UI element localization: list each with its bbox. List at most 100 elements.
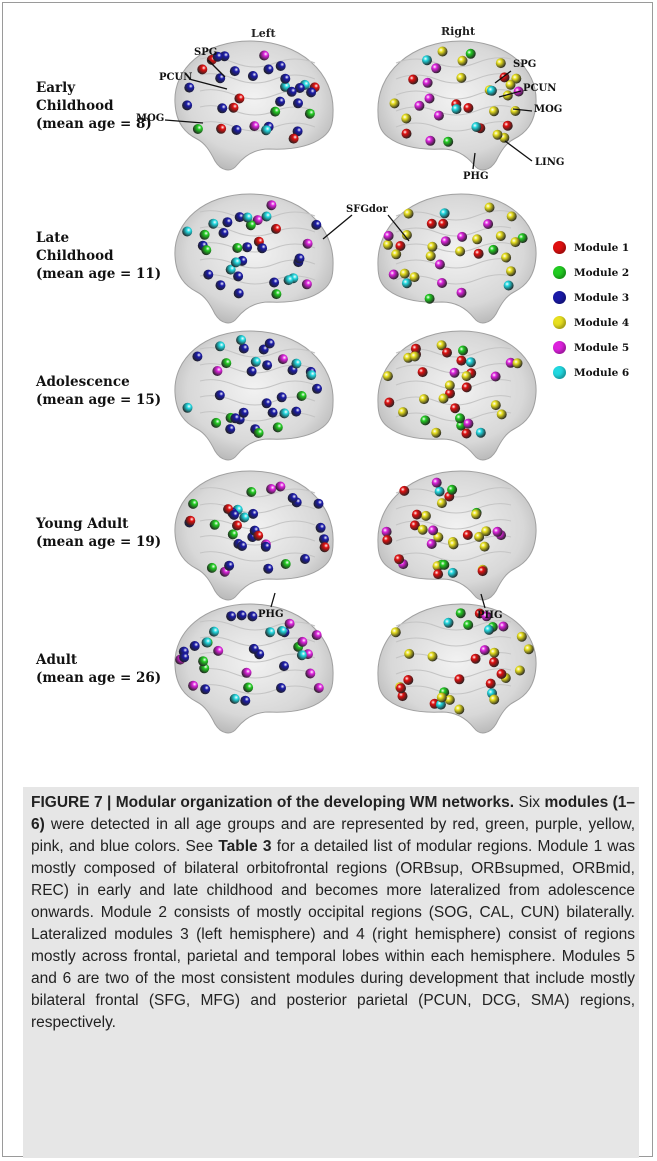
module-node bbox=[456, 72, 467, 83]
module-node bbox=[283, 275, 294, 286]
module-node bbox=[431, 427, 442, 438]
module-node bbox=[247, 71, 258, 81]
module-node bbox=[437, 278, 447, 288]
pointer-arrow bbox=[498, 90, 522, 98]
module-node bbox=[226, 611, 237, 622]
module-node bbox=[463, 620, 474, 630]
module-node bbox=[319, 534, 329, 545]
legend-item-module-3: Module 3 bbox=[553, 285, 653, 310]
module-node bbox=[390, 627, 401, 638]
module-node bbox=[426, 539, 437, 549]
module-node bbox=[234, 93, 245, 104]
module-node bbox=[427, 241, 438, 252]
caption-table-link[interactable]: Table 3 bbox=[218, 838, 272, 855]
module-node bbox=[277, 354, 288, 365]
module-node bbox=[516, 631, 527, 642]
module-node bbox=[271, 289, 282, 300]
module-node bbox=[465, 48, 476, 59]
module-node bbox=[425, 251, 436, 262]
module-node bbox=[270, 106, 281, 117]
module-node bbox=[401, 230, 412, 240]
brain-gyrus bbox=[395, 57, 512, 68]
left-hemisphere-brain bbox=[174, 193, 334, 324]
module-node bbox=[503, 280, 514, 291]
module-node bbox=[431, 477, 442, 488]
caption-figure-label: FIGURE 7 | Modular organization of the d… bbox=[31, 794, 515, 811]
module-node bbox=[443, 136, 454, 147]
legend-label: Module 6 bbox=[574, 366, 630, 379]
module-node bbox=[456, 355, 467, 366]
module-node bbox=[501, 252, 512, 263]
legend-item-module-4: Module 4 bbox=[553, 310, 653, 335]
module-node bbox=[245, 220, 256, 231]
module-node bbox=[287, 493, 298, 503]
module-node bbox=[214, 390, 225, 401]
module-node bbox=[311, 219, 322, 230]
module-node bbox=[211, 417, 222, 428]
module-node bbox=[300, 554, 310, 564]
module-node bbox=[439, 208, 450, 219]
age-group-adolescence: Adolescence (mean age = 15) bbox=[36, 374, 162, 408]
legend-swatch bbox=[553, 316, 566, 329]
age-group-early-childhood: Early Childhood (mean age = 8) bbox=[36, 80, 152, 132]
module-node bbox=[436, 340, 447, 351]
module-node bbox=[306, 370, 317, 381]
module-node bbox=[514, 665, 525, 676]
module-node bbox=[438, 393, 449, 404]
module-node bbox=[420, 415, 431, 426]
brain-gyrus bbox=[395, 226, 512, 237]
module-node bbox=[499, 72, 510, 83]
legend-label: Module 5 bbox=[574, 341, 630, 354]
module-node bbox=[189, 641, 200, 651]
module-node bbox=[188, 498, 199, 509]
legend-label: Module 2 bbox=[574, 266, 630, 279]
module-node bbox=[288, 133, 299, 144]
brain-gyrus bbox=[395, 636, 512, 647]
module-node bbox=[246, 487, 257, 497]
module-node bbox=[438, 218, 449, 229]
brain-gyrus bbox=[395, 620, 512, 631]
module-node bbox=[489, 694, 500, 705]
module-node bbox=[484, 624, 494, 635]
module-node bbox=[431, 63, 442, 74]
module-node bbox=[454, 674, 465, 685]
module-node bbox=[184, 82, 195, 93]
module-node bbox=[492, 526, 503, 537]
left-hemisphere-brain bbox=[174, 330, 334, 461]
module-node bbox=[461, 371, 472, 382]
legend-item-module-5: Module 5 bbox=[553, 335, 653, 360]
module-node bbox=[260, 541, 271, 552]
module-node bbox=[218, 228, 229, 238]
module-node bbox=[294, 83, 305, 93]
module-node bbox=[206, 562, 217, 573]
module-node bbox=[401, 128, 412, 139]
right-hemisphere-brain bbox=[377, 603, 537, 734]
module-node bbox=[411, 509, 422, 520]
module-node bbox=[403, 208, 414, 219]
brain-gyrus bbox=[395, 258, 512, 269]
module-node bbox=[228, 102, 239, 113]
module-node bbox=[253, 530, 264, 541]
brain-gyrus bbox=[199, 684, 316, 695]
module-node bbox=[275, 481, 286, 492]
module-node bbox=[458, 345, 468, 356]
brain-gyrus bbox=[199, 487, 316, 498]
brain-gyrus bbox=[395, 73, 512, 84]
module-node bbox=[259, 50, 270, 61]
module-node bbox=[215, 73, 226, 84]
brain-gyrus bbox=[199, 551, 316, 562]
module-node bbox=[203, 269, 214, 280]
module-node bbox=[234, 212, 245, 223]
module-node bbox=[384, 397, 395, 408]
module-node bbox=[252, 215, 263, 226]
module-node bbox=[502, 120, 513, 131]
brain-gyrus bbox=[395, 487, 512, 498]
module-node bbox=[217, 103, 228, 114]
module-node bbox=[404, 648, 415, 659]
module-node bbox=[492, 129, 503, 140]
module-node bbox=[454, 704, 465, 715]
brain-gyrus bbox=[199, 668, 316, 679]
module-node bbox=[212, 51, 223, 62]
module-node bbox=[455, 413, 465, 424]
module-node bbox=[261, 398, 272, 409]
